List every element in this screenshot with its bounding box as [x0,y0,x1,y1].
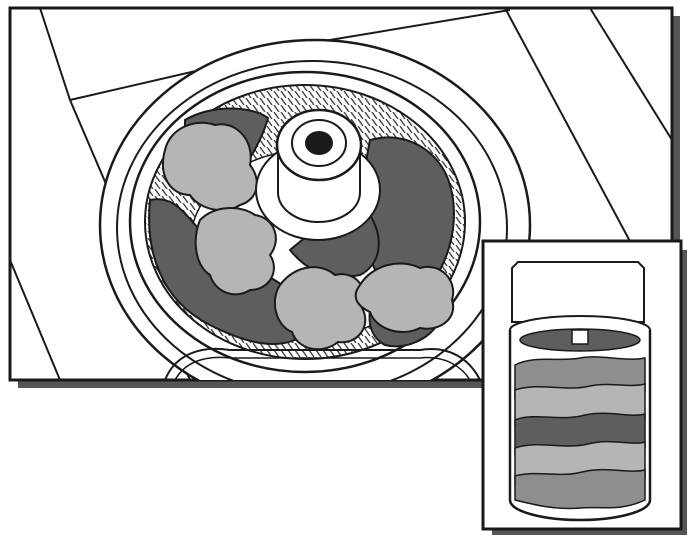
cabinet-edge-lower-left [10,259,61,380]
inset-drum-outline [508,330,652,522]
agitator-center-hole [305,131,333,155]
cabinet-edge-right [504,8,641,261]
clothing-light-bottom-center [273,266,367,351]
tub-front-lip-inner [174,356,471,380]
cabinet-edge-right-2 [589,8,672,141]
inset-clothing-5 [514,468,646,510]
clothing-light-mid-left [194,207,277,296]
main-panel [8,6,680,388]
inset-panel [481,239,687,535]
tub-front-lip [164,347,481,380]
inset-agitator [571,329,589,345]
inset-cabinet [511,261,645,323]
clothing-light-right [354,262,455,333]
